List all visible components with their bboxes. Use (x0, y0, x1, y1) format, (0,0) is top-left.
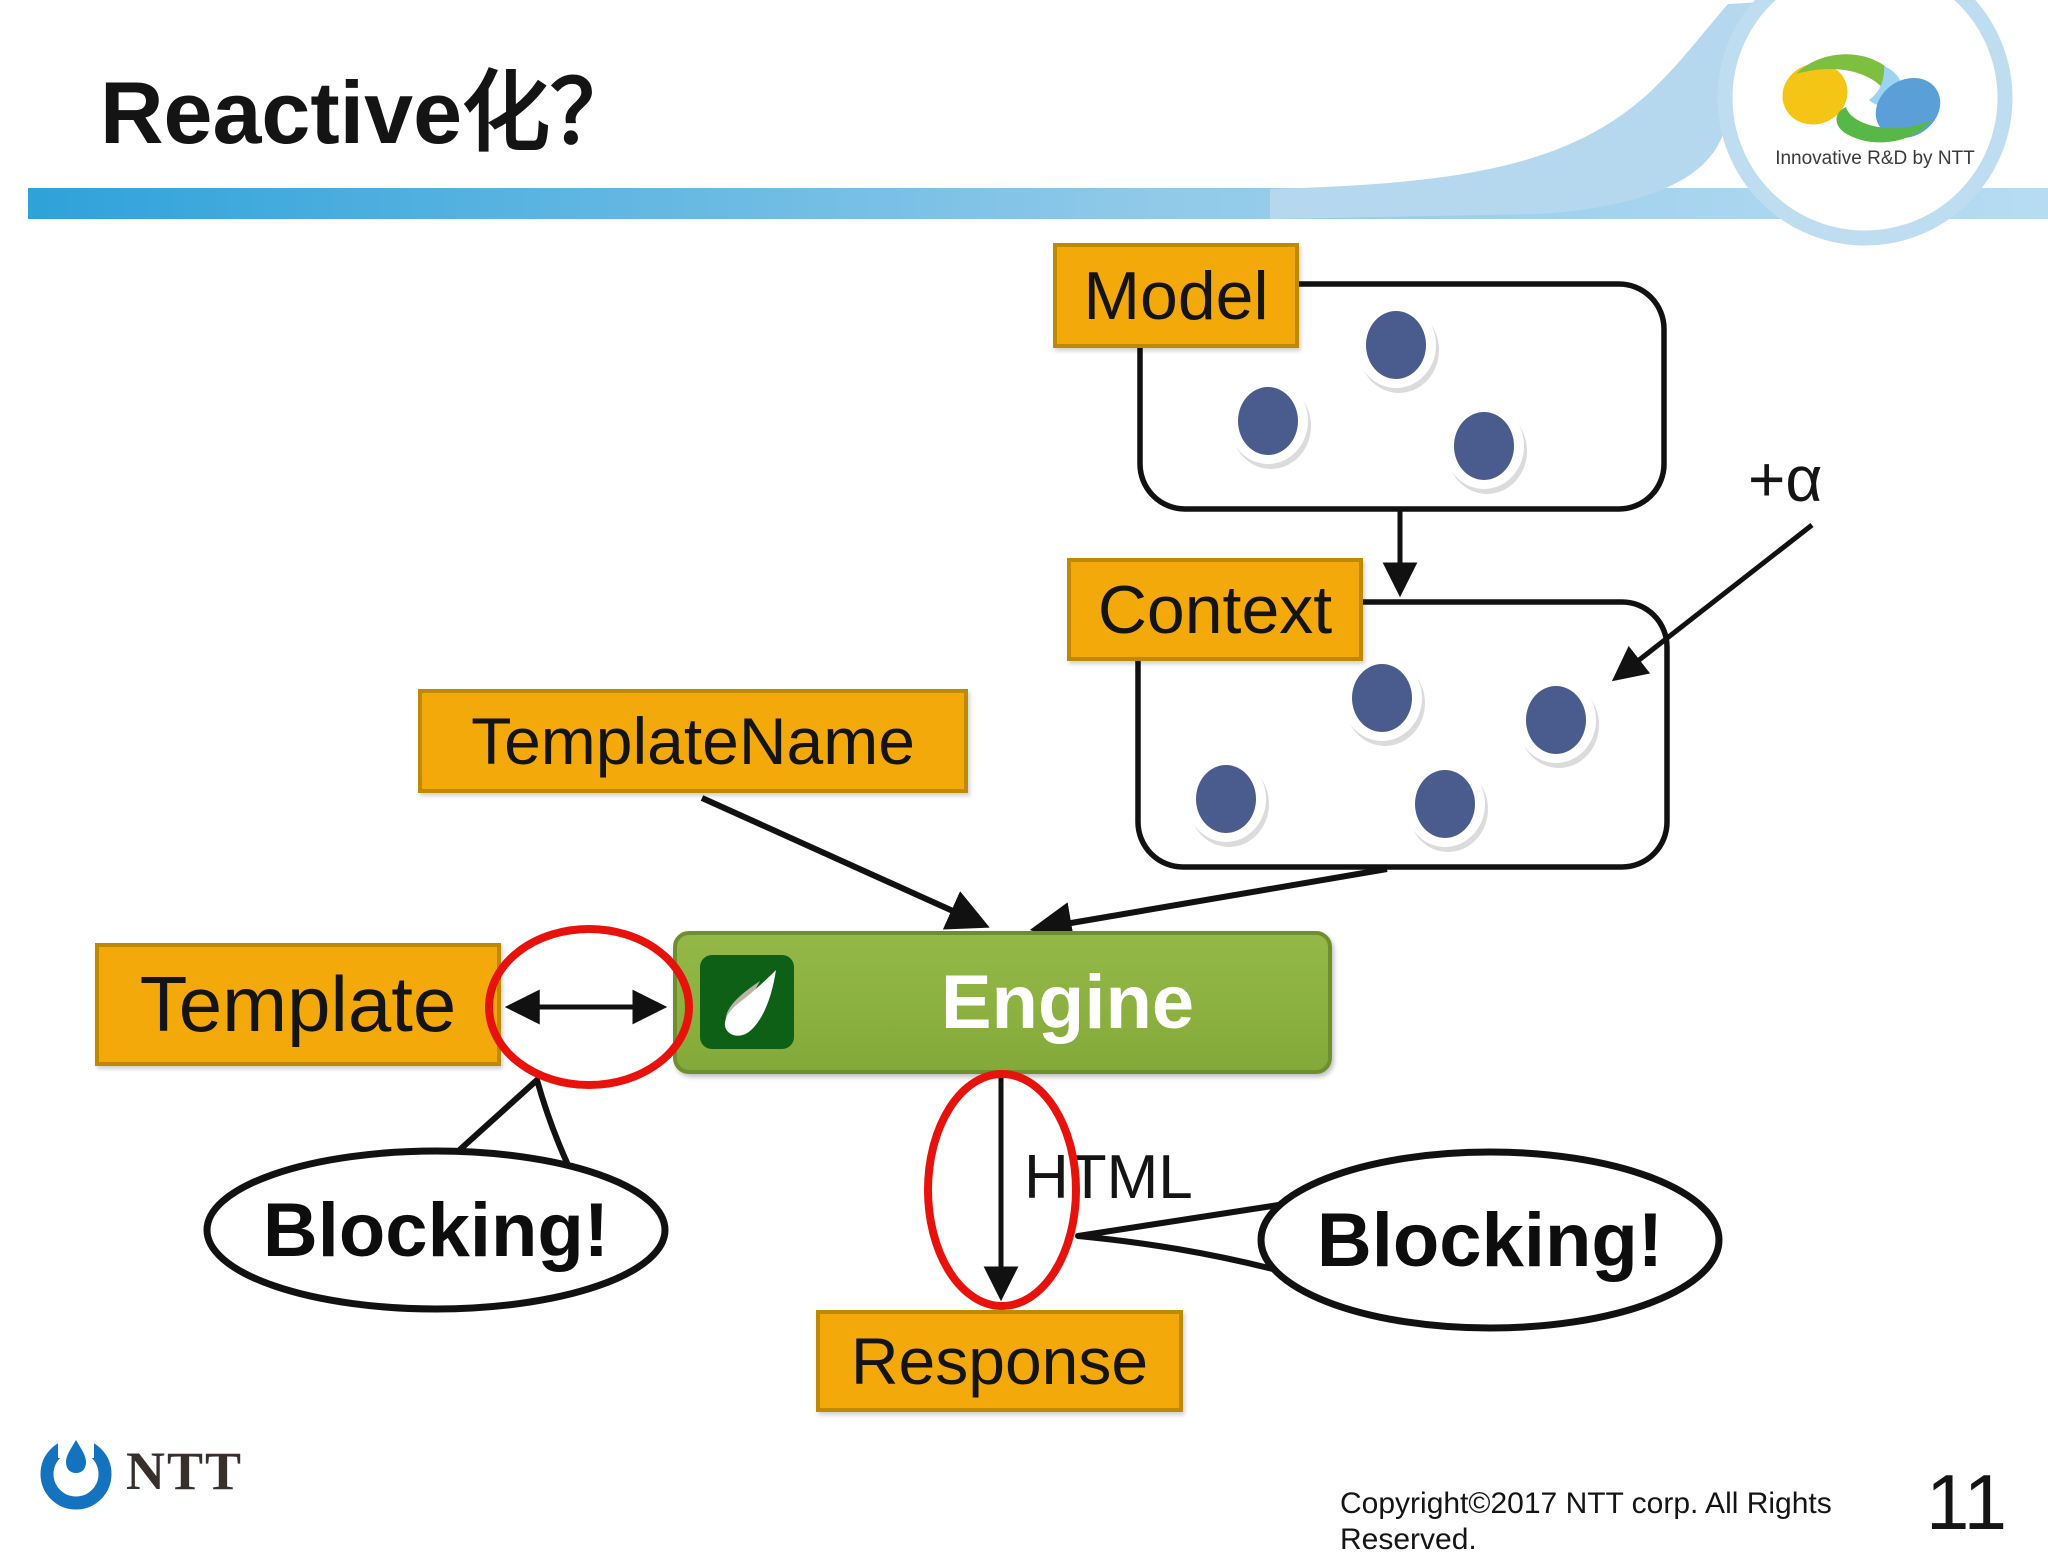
blocking-highlight-ellipse-left (485, 925, 693, 1089)
context-item-circles (1186, 655, 1599, 852)
templatename-label: TemplateName (471, 704, 915, 778)
template-label: Template (139, 960, 457, 1048)
blocking-callout-right: Blocking! (1316, 1197, 1664, 1283)
rd-logo-icon (1782, 54, 1941, 143)
page-title: Reactive化？ (100, 63, 639, 162)
thymeleaf-leaf-icon (700, 955, 794, 1049)
page-number: 11 (1926, 1458, 2007, 1546)
model-label-box: Model (1053, 243, 1299, 348)
engine-box: Engine (673, 931, 1332, 1074)
blocking-callout-left: Blocking! (262, 1187, 610, 1273)
logo-circle (1717, 0, 2013, 246)
context-label-box: Context (1067, 558, 1363, 661)
ntt-logo-icon (40, 1438, 112, 1510)
swoosh-shape (1270, 0, 1795, 219)
response-label: Response (850, 1324, 1149, 1398)
templatename-label-box: TemplateName (418, 689, 968, 793)
arrow-templatename-to-engine (700, 795, 990, 930)
title-underline-bar (28, 188, 2048, 219)
arrow-plus-alpha-to-context (1611, 523, 1814, 682)
engine-label: Engine (940, 960, 1195, 1045)
html-arrow-label: HTML (1024, 1143, 1193, 1212)
plus-alpha-label: +α (1748, 443, 1823, 515)
ntt-wordmark: NTT (126, 1441, 244, 1501)
arrow-context-to-engine (1029, 866, 1388, 944)
rd-logo-caption: Innovative R&D by NTT (1775, 148, 1975, 169)
template-label-box: Template (95, 943, 501, 1066)
context-label: Context (1097, 571, 1333, 648)
copyright-text: Copyright©2017 NTT corp. All Rights Rese… (1340, 1487, 1832, 1556)
response-label-box: Response (816, 1310, 1183, 1412)
model-label: Model (1083, 257, 1269, 334)
